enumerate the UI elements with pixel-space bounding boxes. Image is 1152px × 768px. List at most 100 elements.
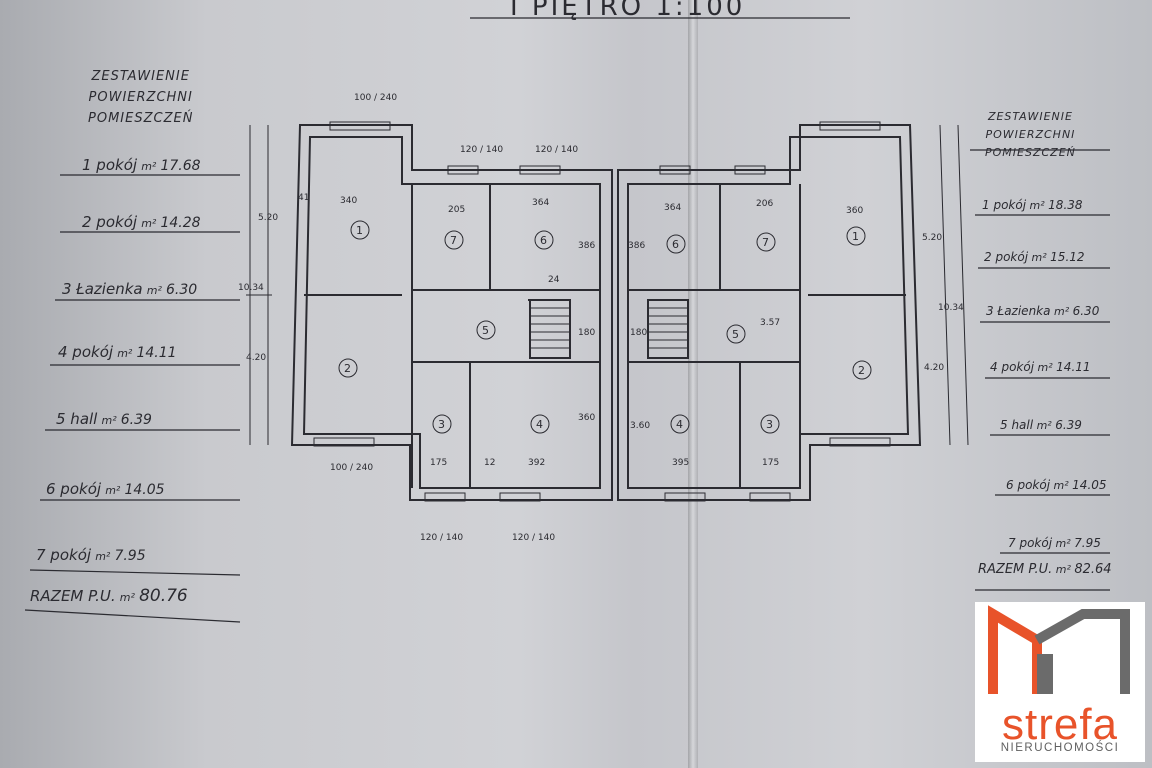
- right-legend-title-line: ZESTAWIENIE: [987, 110, 1073, 123]
- row-label: 4 pokój: [990, 360, 1035, 374]
- left-dimension-labels: 340 205 364 175 392 41 12 24 100 / 240 1…: [238, 93, 595, 543]
- total-unit: m²: [119, 591, 135, 604]
- dim-label: 41: [298, 193, 309, 203]
- window-label: 120 / 140: [512, 533, 555, 543]
- room-number: 7: [450, 234, 457, 247]
- row-unit: m²: [1055, 537, 1071, 550]
- left-room-numbers: 1 2 3 4 5 6 7: [338, 220, 554, 434]
- right-legend-title: ZESTAWIENIE POWIERZCHNI POMIESZCZEŃ: [985, 108, 1076, 162]
- dim-label: 4.20: [924, 363, 944, 373]
- room-number: 3: [766, 418, 773, 431]
- dim-label: 175: [762, 458, 779, 468]
- row-value: 6.39: [1055, 418, 1082, 432]
- dim-label: 395: [672, 458, 689, 468]
- right-legend-row: 6 pokój m² 14.05: [1006, 478, 1107, 492]
- right-legend-title-line: POWIERZCHNI: [985, 128, 1076, 141]
- total-unit: m²: [1055, 563, 1071, 576]
- dim-label: 4.20: [246, 353, 266, 363]
- row-unit: m²: [1029, 199, 1045, 212]
- left-legend-row: 2 pokój m² 14.28: [82, 213, 201, 231]
- window-label: 120 / 140: [535, 145, 578, 155]
- row-unit: m²: [1031, 251, 1047, 264]
- row-label: 3 Łazienka: [986, 304, 1051, 318]
- dim-label: 364: [664, 203, 681, 213]
- left-legend-row: 6 pokój m² 14.05: [46, 480, 165, 498]
- row-value: 6.30: [166, 282, 198, 298]
- right-stairs: [648, 121, 969, 502]
- row-unit: m²: [1053, 479, 1069, 492]
- window-label: 120 / 140: [420, 533, 463, 543]
- room-number: 2: [858, 364, 865, 377]
- room-number: 4: [676, 418, 683, 431]
- right-legend-row: 4 pokój m² 14.11: [990, 360, 1091, 374]
- room-number: 1: [852, 230, 859, 243]
- row-label: 5 hall: [1000, 418, 1034, 432]
- house-logo-icon: [988, 605, 1130, 694]
- right-legend-total: RAZEM P.U. m² 82.64: [978, 562, 1112, 577]
- row-label: 2 pokój: [984, 250, 1029, 264]
- room-number: 6: [672, 238, 679, 251]
- left-legend-row: 3 Łazienka m² 6.30: [62, 280, 197, 298]
- dim-label: 3.57: [760, 318, 780, 328]
- dim-label: 10.34: [238, 283, 264, 293]
- dim-label: 180: [578, 328, 595, 338]
- left-legend-row: 7 pokój m² 7.95: [36, 546, 146, 564]
- dim-label: 386: [628, 241, 645, 251]
- right-unit-walls: [617, 124, 922, 501]
- room-number: 5: [732, 328, 739, 341]
- right-legend-row: 1 pokój m² 18.38: [982, 198, 1083, 212]
- right-legend-row: 2 pokój m² 15.12: [984, 250, 1085, 264]
- dim-label: 206: [756, 199, 773, 209]
- dim-label: 360: [846, 206, 863, 216]
- total-value: 80.76: [139, 586, 188, 606]
- row-unit: m²: [117, 347, 133, 360]
- row-value: 17.68: [160, 158, 201, 174]
- row-unit: m²: [141, 160, 157, 173]
- total-label: RAZEM P.U.: [978, 562, 1053, 577]
- dim-label: 12: [484, 458, 495, 468]
- row-unit: m²: [1036, 419, 1052, 432]
- window-label: 100 / 240: [354, 93, 397, 103]
- total-value: 82.64: [1074, 562, 1112, 577]
- dim-label: 340: [340, 196, 357, 206]
- row-label: 1 pokój: [982, 198, 1027, 212]
- legend-lines: [24, 17, 1110, 623]
- row-value: 14.11: [1056, 360, 1091, 374]
- row-value: 6.39: [120, 412, 152, 428]
- right-legend-row: 7 pokój m² 7.95: [1008, 536, 1101, 550]
- window-label: 100 / 240: [330, 463, 373, 473]
- row-value: 14.11: [136, 345, 177, 361]
- dim-label: 5.20: [258, 213, 278, 223]
- row-value: 14.05: [1072, 478, 1107, 492]
- logo-subtitle: NIERUCHOMOŚCI: [1000, 742, 1120, 754]
- left-legend-row: 4 pokój m² 14.11: [58, 343, 177, 361]
- room-number: 4: [536, 418, 543, 431]
- row-value: 7.95: [114, 548, 146, 564]
- row-unit: m²: [1053, 305, 1070, 318]
- window-label: 120 / 140: [460, 145, 503, 155]
- left-legend-row: 5 hall m² 6.39: [56, 410, 152, 428]
- right-legend-title-line: POMIESZCZEŃ: [985, 146, 1076, 159]
- row-value: 7.95: [1074, 536, 1101, 550]
- total-label: RAZEM P.U.: [30, 587, 116, 605]
- right-legend-row: 5 hall m² 6.39: [1000, 418, 1082, 432]
- row-value: 18.38: [1048, 198, 1083, 212]
- dim-label: 175: [430, 458, 447, 468]
- left-stairs: [246, 121, 570, 502]
- left-legend-title-line: POWIERZCHNI: [88, 90, 193, 105]
- dim-label: 3.60: [630, 421, 650, 431]
- dim-label: 5.20: [922, 233, 942, 243]
- left-legend-row: 1 pokój m² 17.68: [82, 156, 201, 174]
- dim-label: 360: [578, 413, 595, 423]
- dim-label: 10.34: [938, 303, 964, 313]
- row-unit: m²: [146, 284, 162, 297]
- room-number: 1: [356, 224, 363, 237]
- left-unit-walls: [290, 124, 613, 501]
- room-number: 7: [762, 236, 769, 249]
- row-label: 7 pokój: [1008, 536, 1053, 550]
- row-label: 6 pokój: [1006, 478, 1051, 492]
- right-legend-row: 3 Łazienka m² 6.30: [986, 304, 1099, 318]
- row-label: 6 pokój: [46, 480, 102, 498]
- left-legend-title-line: ZESTAWIENIE: [91, 69, 190, 84]
